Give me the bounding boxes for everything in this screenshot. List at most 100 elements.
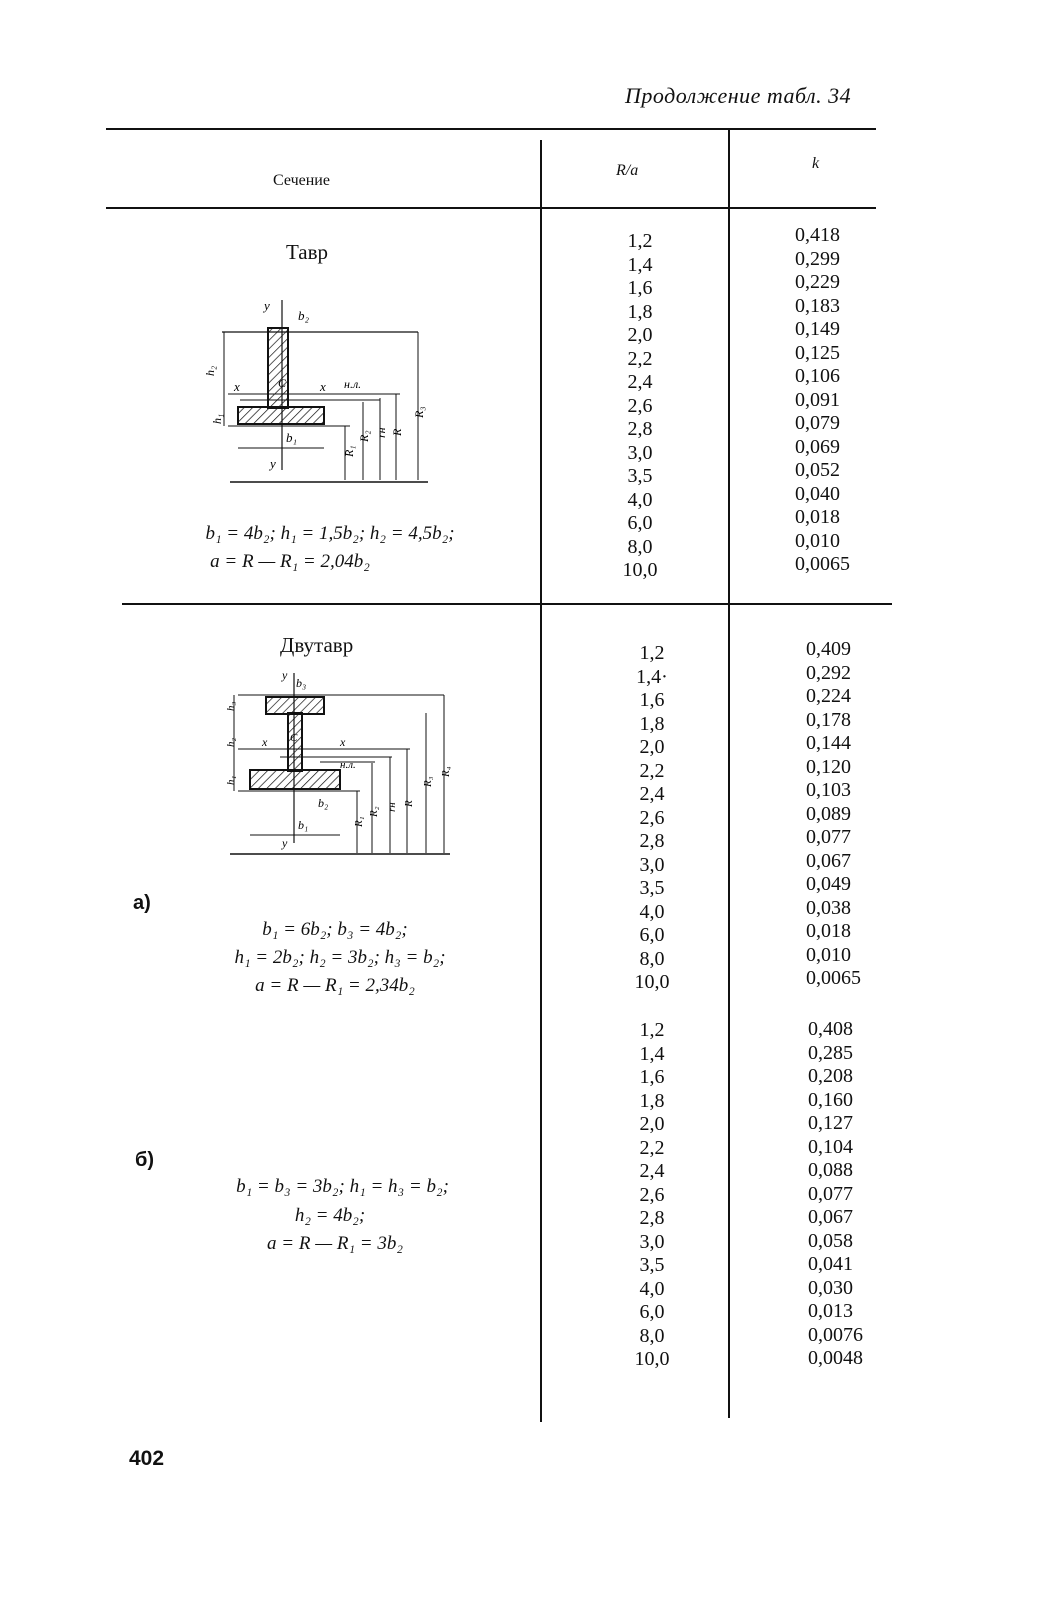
i-beam-b-r-over-a-value: 2,4 [639, 1160, 665, 1182]
svg-text:b₃: b₃ [296, 676, 306, 690]
i-beam-section-diagram: y b₃ h₃ h₂ x x C н.л. h₁ b₂ b₁ y R₁ R₂ r… [225, 668, 452, 855]
i-beam-b-k-value: 0,013 [808, 1300, 853, 1322]
i-beam-b-k-value: 0,408 [808, 1018, 853, 1040]
i-beam-b-k-value: 0,208 [808, 1065, 853, 1087]
i-beam-b-k-value: 0,160 [808, 1088, 853, 1111]
svg-text:h₃: h₃ [225, 702, 237, 712]
tee-k-value: 0,149 [795, 318, 840, 340]
svg-text:rн: rн [374, 427, 388, 438]
i-beam-a-r-over-a-value: 1,8 [639, 712, 665, 735]
i-beam-top-flange [265, 696, 325, 715]
column-divider-left [540, 140, 542, 1422]
variant-label-b: б) [135, 1149, 155, 1171]
svg-text:R: R [390, 428, 404, 437]
i-beam-a-k-value: 0,067 [806, 849, 851, 872]
svg-text:R₁: R₁ [342, 445, 356, 458]
table-top-rule [106, 128, 876, 130]
i-beam-b-r-over-a-value: 3,0 [639, 1230, 665, 1253]
i-beam-a-r-over-a-value: 2,6 [639, 806, 665, 829]
tee-r-over-a-value: 10,0 [622, 559, 658, 581]
i-beam-a-r-over-a-value: 1,6 [639, 689, 665, 711]
tee-r-over-a-value: 1,2 [627, 230, 653, 252]
table-continuation-header: Продолжение табл. 34 [625, 83, 852, 108]
svg-text:C: C [278, 376, 287, 390]
i-beam-b-r-over-a-value: 10,0 [634, 1348, 670, 1370]
i-beam-b-k-value: 0,030 [808, 1276, 853, 1299]
svg-text:x: x [319, 379, 326, 394]
tee-formula-line-2: a = R — R₁ = 2,04b₂ [210, 551, 370, 572]
i-beam-b-k-value: 0,285 [808, 1041, 853, 1064]
i-beam-a-k-value: 0,038 [806, 896, 851, 919]
svg-text:R₁: R₁ [353, 816, 365, 828]
tee-r-over-a-value: 8,0 [627, 535, 653, 558]
svg-text:y: y [281, 668, 288, 682]
i-beam-b-formula-line-1: b₁ = b₃ = 3b₂; h₁ = h₃ = b₂; [236, 1176, 449, 1197]
tee-r-over-a-value: 3,5 [627, 465, 653, 487]
i-beam-a-formula-line-1: b₁ = 6b₂; b₃ = 4b₂; [262, 919, 408, 940]
i-beam-a-formula-line-3: a = R — R₁ = 2,34b₂ [255, 975, 415, 996]
i-beam-b-r-over-a-value: 1,4 [639, 1042, 665, 1065]
i-beam-a-k-value: 0,049 [806, 873, 851, 895]
i-beam-a-k-value: 0,178 [806, 708, 851, 731]
tee-web [267, 327, 289, 409]
i-beam-a-r-over-a-value: 1,2 [639, 642, 665, 664]
tee-formula-line-1: b₁ = 4b₂; h₁ = 1,5b₂; h₂ = 4,5b₂; [205, 523, 455, 544]
svg-text:h₁: h₁ [225, 776, 237, 786]
i-beam-a-r-over-a-value: 2,0 [639, 736, 665, 758]
svg-text:C: C [290, 732, 298, 744]
i-beam-b-r-over-a-value: 1,2 [639, 1019, 665, 1041]
tee-r-over-a-value: 1,6 [627, 277, 653, 299]
i-beam-b-k-value: 0,067 [808, 1206, 853, 1228]
tee-k-value: 0,0065 [795, 553, 850, 575]
tee-k-value: 0,125 [795, 341, 840, 364]
tee-r-over-a-value: 1,4 [627, 253, 653, 276]
column-divider-right [728, 128, 730, 1418]
column-header-r-over-a: R/a [616, 162, 639, 179]
tee-k-value: 0,069 [795, 435, 840, 458]
i-beam-b-r-over-a-value: 4,0 [639, 1277, 665, 1300]
tee-r-over-a-value: 1,8 [627, 300, 653, 323]
svg-text:x: x [261, 735, 268, 749]
i-beam-a-r-over-a-value: 3,5 [639, 877, 665, 899]
i-beam-a-k-value: 0,144 [806, 732, 851, 754]
i-beam-a-r-over-a-value: 8,0 [639, 947, 665, 970]
i-beam-b-r-over-a-value: 8,0 [639, 1324, 665, 1347]
svg-text:R₄: R₄ [440, 766, 452, 778]
svg-text:R₃: R₃ [412, 406, 426, 419]
tee-k-value: 0,183 [795, 294, 840, 317]
svg-text:b₁: b₁ [298, 818, 308, 832]
i-beam-bottom-flange [249, 769, 341, 790]
tee-k-value: 0,079 [795, 412, 840, 434]
i-beam-b-r-over-a-value: 2,2 [639, 1136, 665, 1159]
tee-k-value: 0,040 [795, 482, 840, 505]
i-beam-b-r-over-a-value: 2,0 [639, 1113, 665, 1135]
i-beam-b-r-over-a-value: 3,5 [639, 1254, 665, 1276]
tee-r-over-a-value: 2,4 [627, 371, 653, 393]
tee-k-value: 0,091 [795, 388, 840, 411]
svg-text:R₂: R₂ [357, 430, 371, 443]
svg-text:R₂: R₂ [368, 806, 380, 818]
tee-r-over-a-value: 2,0 [627, 324, 653, 346]
header-bottom-rule [106, 207, 876, 209]
svg-text:н.л.: н.л. [340, 759, 356, 771]
tee-section-diagram: y b₂ h₂ x x н.л. C h₁ b₁ y R₁ R₂ rн R R₃ [203, 298, 428, 483]
tee-k-value: 0,418 [795, 224, 840, 246]
svg-text:x: x [233, 379, 240, 394]
svg-text:h₂: h₂ [225, 738, 237, 748]
i-beam-b-k-value: 0,058 [808, 1229, 853, 1252]
tee-r-over-a-value: 2,6 [627, 394, 653, 417]
svg-text:h₂: h₂ [203, 366, 217, 376]
i-beam-b-r-over-a-value: 2,6 [639, 1183, 665, 1206]
i-beam-b-r-over-a-value: 1,6 [639, 1066, 665, 1088]
svg-text:R₃: R₃ [422, 776, 434, 788]
i-beam-a-k-value: 0,292 [806, 661, 851, 684]
svg-text:y: y [268, 456, 276, 471]
i-beam-a-r-over-a-value: 2,2 [639, 759, 665, 782]
i-beam-a-k-value: 0,089 [806, 802, 851, 825]
svg-text:y: y [281, 836, 288, 850]
